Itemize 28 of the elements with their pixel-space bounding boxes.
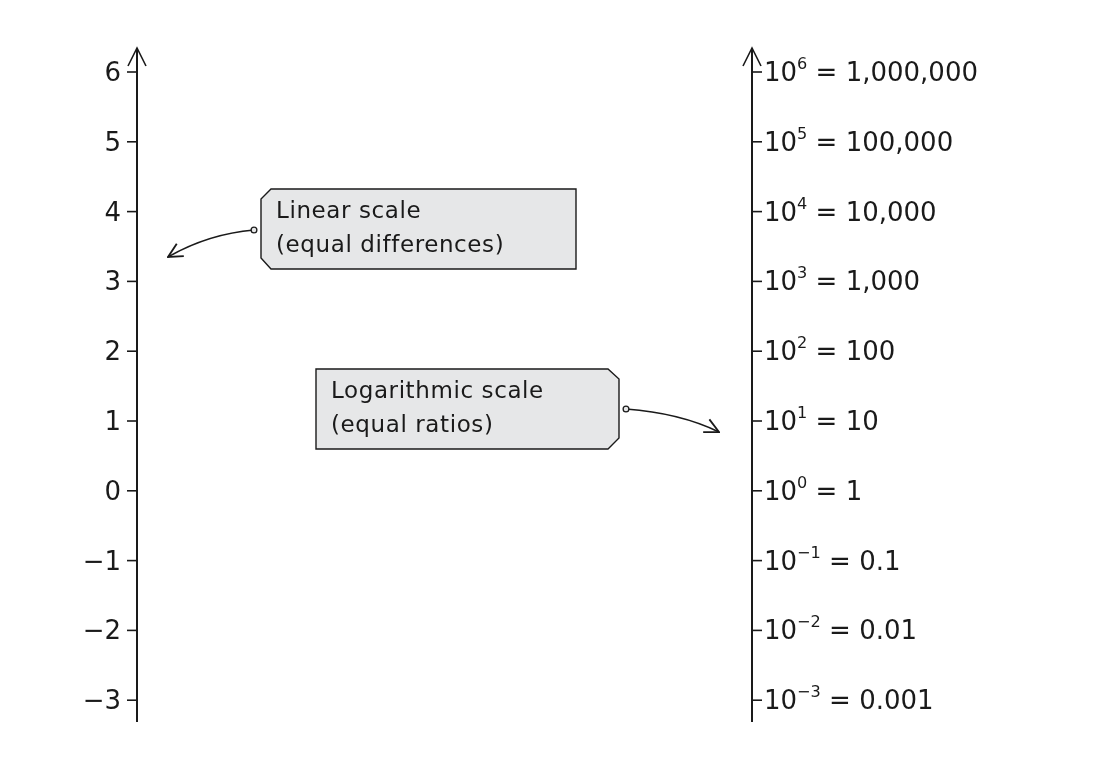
callout-heading: Linear scale — [276, 196, 422, 225]
tick-label: 5 — [104, 125, 121, 158]
power-of-ten-label: 10$^{5}$ = 100,000 — [764, 125, 954, 158]
tick-label: −2 — [82, 614, 121, 647]
label-tag — [260, 188, 577, 270]
power-of-ten-label: 10$^{−2}$ = 0.01 — [764, 614, 918, 647]
callout-heading: Logarithmic scale — [331, 376, 544, 405]
power-of-ten-label: 10$^{−1}$ = 0.1 — [764, 544, 901, 577]
power-of-ten-label: 10$^{3}$ = 1,000 — [764, 265, 921, 298]
leader-arrow — [167, 226, 258, 258]
power-of-ten-label: 10$^{−3}$ = 0.001 — [764, 684, 934, 717]
callout-text: (equal differences) — [276, 230, 505, 259]
tick-label: 3 — [104, 265, 121, 298]
tick-label: 1 — [104, 405, 121, 437]
power-of-ten-label: 10$^{2}$ = 100 — [764, 335, 896, 368]
label-tag — [315, 368, 620, 450]
power-of-ten-label: 10$^{6}$ = 1,000,000 — [764, 56, 978, 88]
tick-label: −3 — [82, 684, 121, 717]
power-of-ten-label: 10$^{0}$ = 1 — [764, 474, 863, 507]
tick-label: 6 — [104, 56, 121, 88]
power-of-ten-label: 10$^{1}$ = 10 — [764, 405, 879, 437]
tick-label: −1 — [82, 544, 121, 577]
tick-label: 0 — [104, 474, 121, 507]
tick-label: 4 — [104, 195, 121, 228]
callout-text: (equal ratios) — [331, 410, 494, 439]
power-of-ten-label: 10$^{4}$ = 10,000 — [764, 195, 937, 228]
leader-arrow — [622, 405, 720, 434]
tick-label: 2 — [104, 335, 121, 368]
